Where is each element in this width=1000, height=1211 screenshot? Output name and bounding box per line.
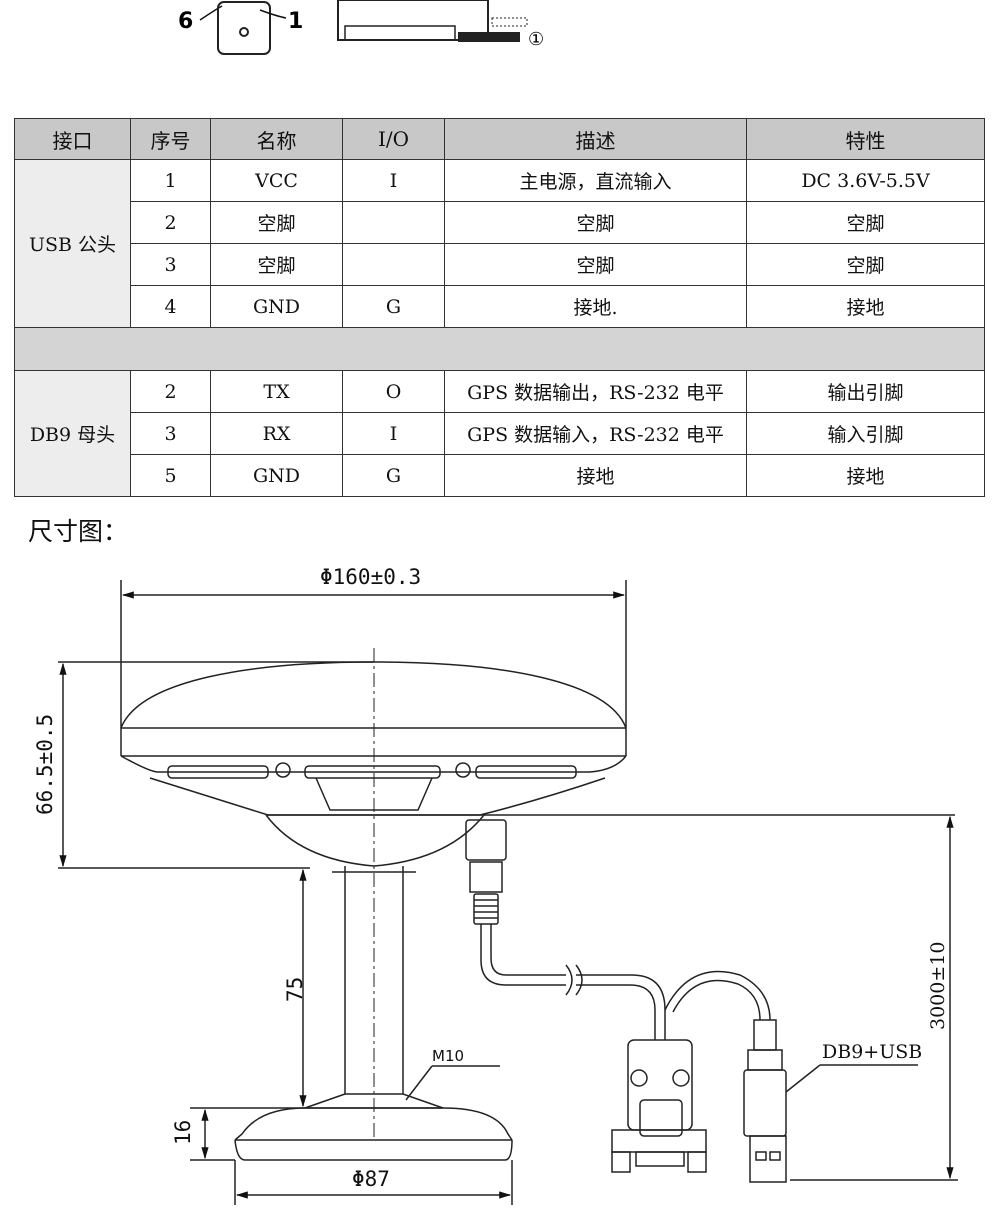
cell-name: 空脚 xyxy=(210,243,343,286)
cell-name: GND xyxy=(210,285,343,328)
cell-name: RX xyxy=(210,412,343,455)
table-row: 2 空脚 空脚 空脚 xyxy=(15,201,985,244)
table-row: 3 RX I GPS 数据输入，RS-232 电平 输入引脚 xyxy=(15,412,985,455)
table-separator-row xyxy=(14,327,985,371)
cell-number: 2 xyxy=(130,201,211,244)
cell-io xyxy=(342,243,445,286)
cell-name: 空脚 xyxy=(210,201,343,244)
cell-io xyxy=(342,201,445,244)
cell-name: TX xyxy=(210,370,343,413)
cell-io: I xyxy=(342,412,445,455)
cell-description: 主电源，直流输入 xyxy=(444,159,747,202)
cell-description: GPS 数据输出，RS-232 电平 xyxy=(444,370,747,413)
header-name: 名称 xyxy=(210,118,343,160)
thread-label: M10 xyxy=(432,1047,464,1065)
header-interface: 接口 xyxy=(14,118,131,160)
cell-description: GPS 数据输入，RS-232 电平 xyxy=(444,412,747,455)
top-connector-figure: 6 1 ① xyxy=(178,0,544,55)
cell-io: G xyxy=(342,454,445,497)
table-row: USB 公头 1 VCC I 主电源，直流输入 DC 3.6V-5.5V xyxy=(14,159,985,328)
cell-number: 4 xyxy=(130,285,211,328)
cell-io: O xyxy=(342,370,445,413)
table-row: DB9 母头 2 TX O GPS 数据输出，RS-232 电平 输出引脚 xyxy=(14,370,985,497)
cell-description: 空脚 xyxy=(444,243,747,286)
cell-io: G xyxy=(342,285,445,328)
table-header-row: 接口 序号 名称 I/O 描述 特性 xyxy=(14,118,985,160)
cell-number: 3 xyxy=(130,243,211,286)
dimension-heading: 尺寸图： xyxy=(28,517,129,546)
separator-cell xyxy=(14,327,985,371)
cell-description: 空脚 xyxy=(444,201,747,244)
table-row: 5 GND G 接地 接地 xyxy=(15,454,985,497)
cell-number: 3 xyxy=(130,412,211,455)
cell-number: 1 xyxy=(130,159,211,202)
header-description: 描述 xyxy=(444,118,747,160)
cell-description: 接地 xyxy=(444,454,747,497)
cell-io: I xyxy=(342,159,445,202)
header-number: 序号 xyxy=(130,118,211,160)
interface-db9: DB9 母头 xyxy=(14,370,131,497)
pin-definition-table: 接口 序号 名称 I/O 描述 特性 USB 公头 1 VCC I 主电源，直流… xyxy=(14,118,985,497)
cell-feature: 输入引脚 xyxy=(746,412,985,455)
cell-feature: 输出引脚 xyxy=(746,370,985,413)
cell-feature: 接地 xyxy=(746,285,985,328)
connector-label: DB9+USB xyxy=(822,1041,922,1063)
cell-feature: 空脚 xyxy=(746,243,985,286)
header-feature: 特性 xyxy=(746,118,985,160)
pin-label-6: 6 xyxy=(178,9,193,34)
diameter-base-label: Φ87 xyxy=(352,1167,390,1191)
table-row: 4 GND G 接地. 接地 xyxy=(15,285,985,328)
height-dome-label: 66.5±0.5 xyxy=(33,714,57,815)
circled-one: ① xyxy=(528,29,544,50)
cell-feature: DC 3.6V-5.5V xyxy=(746,159,985,202)
cell-feature: 接地 xyxy=(746,454,985,497)
cell-name: GND xyxy=(210,454,343,497)
pin-label-1: 1 xyxy=(288,9,303,34)
height-pole-label: 75 xyxy=(283,977,307,1002)
cable-length-label: 3000±10 xyxy=(927,942,949,1030)
cell-number: 2 xyxy=(130,370,211,413)
interface-usb: USB 公头 xyxy=(14,159,131,328)
table-row: 3 空脚 空脚 空脚 xyxy=(15,243,985,286)
cell-description: 接地. xyxy=(444,285,747,328)
cell-number: 5 xyxy=(130,454,211,497)
dimension-drawing: Φ160±0.3 66.5±0.5 75 M10 16 Φ87 3000±10 … xyxy=(33,565,958,1205)
height-base-label: 16 xyxy=(171,1120,195,1145)
cell-name: VCC xyxy=(210,159,343,202)
header-io: I/O xyxy=(342,118,445,160)
cell-feature: 空脚 xyxy=(746,201,985,244)
diameter-top-label: Φ160±0.3 xyxy=(320,565,421,589)
